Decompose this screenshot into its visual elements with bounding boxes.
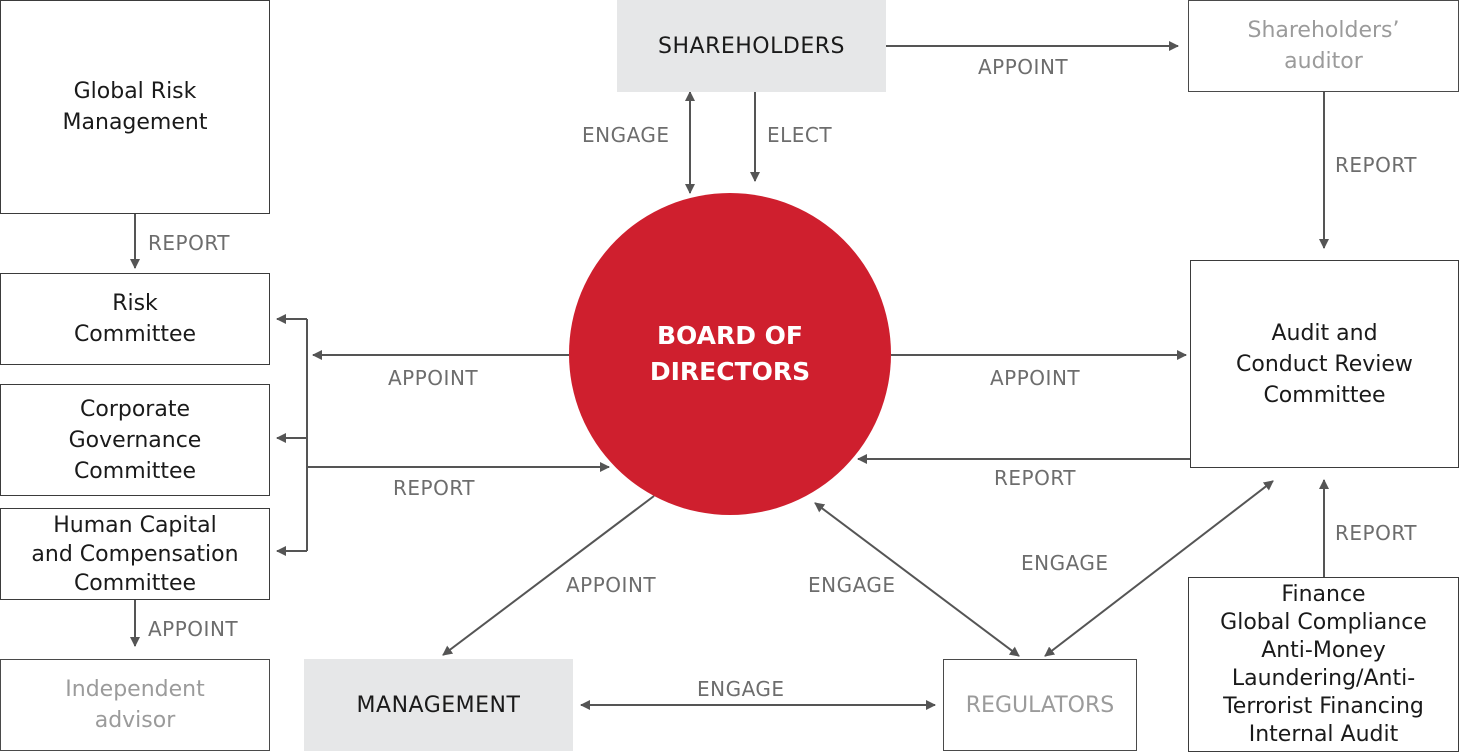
risk-committee-line-2: Committee	[73, 322, 197, 347]
arrow-engage-regulators-audit	[1044, 480, 1274, 657]
independent-advisor-line-2: advisor	[94, 708, 176, 733]
label-engage-shareholders: ENGAGE	[582, 123, 670, 147]
board-of-directors-circle: BOARD OF DIRECTORS	[569, 193, 891, 515]
control-functions-line-1: Finance	[1281, 581, 1366, 607]
shareholders-box: SHAREHOLDERS	[617, 0, 886, 92]
control-functions-box: Finance Global Compliance Anti-Money Lau…	[1188, 577, 1459, 752]
shareholders-auditor-box: Shareholders’ auditor	[1188, 0, 1459, 92]
corporate-governance-line-2: Governance	[68, 427, 202, 453]
regulators-text: REGULATORS	[965, 692, 1115, 718]
label-appoint-committees: APPOINT	[388, 366, 479, 390]
audit-committee-line-2: Conduct Review	[1236, 351, 1413, 377]
label-appoint-advisor: APPOINT	[148, 617, 239, 641]
control-functions-line-6: Internal Audit	[1248, 721, 1399, 747]
shareholders-text: SHAREHOLDERS	[658, 33, 845, 59]
label-engage-regulators-audit: ENGAGE	[1021, 551, 1109, 575]
control-functions-line-5: Terrorist Financing	[1223, 693, 1424, 719]
label-engage-management: ENGAGE	[697, 677, 785, 701]
management-text: MANAGEMENT	[356, 692, 521, 718]
human-capital-line-1: Human Capital	[53, 512, 217, 538]
audit-conduct-review-committee-box: Audit and Conduct Review Committee	[1190, 260, 1459, 468]
shareholders-auditor-line-1: Shareholders’	[1247, 18, 1400, 43]
label-report-audit: REPORT	[994, 466, 1076, 490]
audit-committee-line-1: Audit and	[1271, 320, 1378, 346]
control-functions-line-2: Global Compliance	[1220, 609, 1427, 635]
regulators-box: REGULATORS	[943, 659, 1137, 751]
risk-committee-box: Risk Committee	[0, 273, 270, 365]
label-report-committees: REPORT	[393, 476, 475, 500]
board-line-2: DIRECTORS	[649, 357, 811, 386]
label-appoint-audit: APPOINT	[990, 366, 1081, 390]
arrow-engage-board-regulators	[814, 502, 1020, 657]
label-engage-board-regulators: ENGAGE	[808, 573, 896, 597]
label-report-control: REPORT	[1335, 521, 1417, 545]
global-risk-management-box: Global Risk Management	[0, 0, 270, 214]
corporate-governance-committee-box: Corporate Governance Committee	[0, 384, 270, 496]
human-capital-line-3: Committee	[73, 570, 197, 596]
independent-advisor-box: Independent advisor	[0, 659, 270, 751]
independent-advisor-line-1: Independent	[65, 677, 205, 702]
control-functions-line-3: Anti-Money	[1261, 637, 1386, 663]
label-report-auditor: REPORT	[1335, 153, 1417, 177]
audit-committee-line-3: Committee	[1263, 382, 1386, 408]
label-report-global-risk: REPORT	[148, 231, 230, 255]
management-box: MANAGEMENT	[304, 659, 573, 751]
corporate-governance-line-1: Corporate	[80, 396, 190, 422]
human-capital-line-2: and Compensation	[31, 541, 239, 567]
label-elect: ELECT	[767, 123, 833, 147]
control-functions-line-4: Laundering/Anti-	[1231, 665, 1416, 691]
label-appoint-management: APPOINT	[566, 573, 657, 597]
shareholders-auditor-line-2: auditor	[1284, 49, 1363, 74]
arrow-board-appoint-management	[442, 495, 655, 656]
board-line-1: BOARD OF	[656, 321, 804, 350]
risk-committee-line-1: Risk	[112, 291, 158, 316]
human-capital-committee-box: Human Capital and Compensation Committee	[0, 508, 270, 600]
label-appoint-auditor: APPOINT	[978, 55, 1069, 79]
global-risk-line-1: Global Risk	[73, 79, 197, 104]
corporate-governance-line-3: Committee	[73, 458, 197, 484]
global-risk-line-2: Management	[62, 110, 208, 135]
